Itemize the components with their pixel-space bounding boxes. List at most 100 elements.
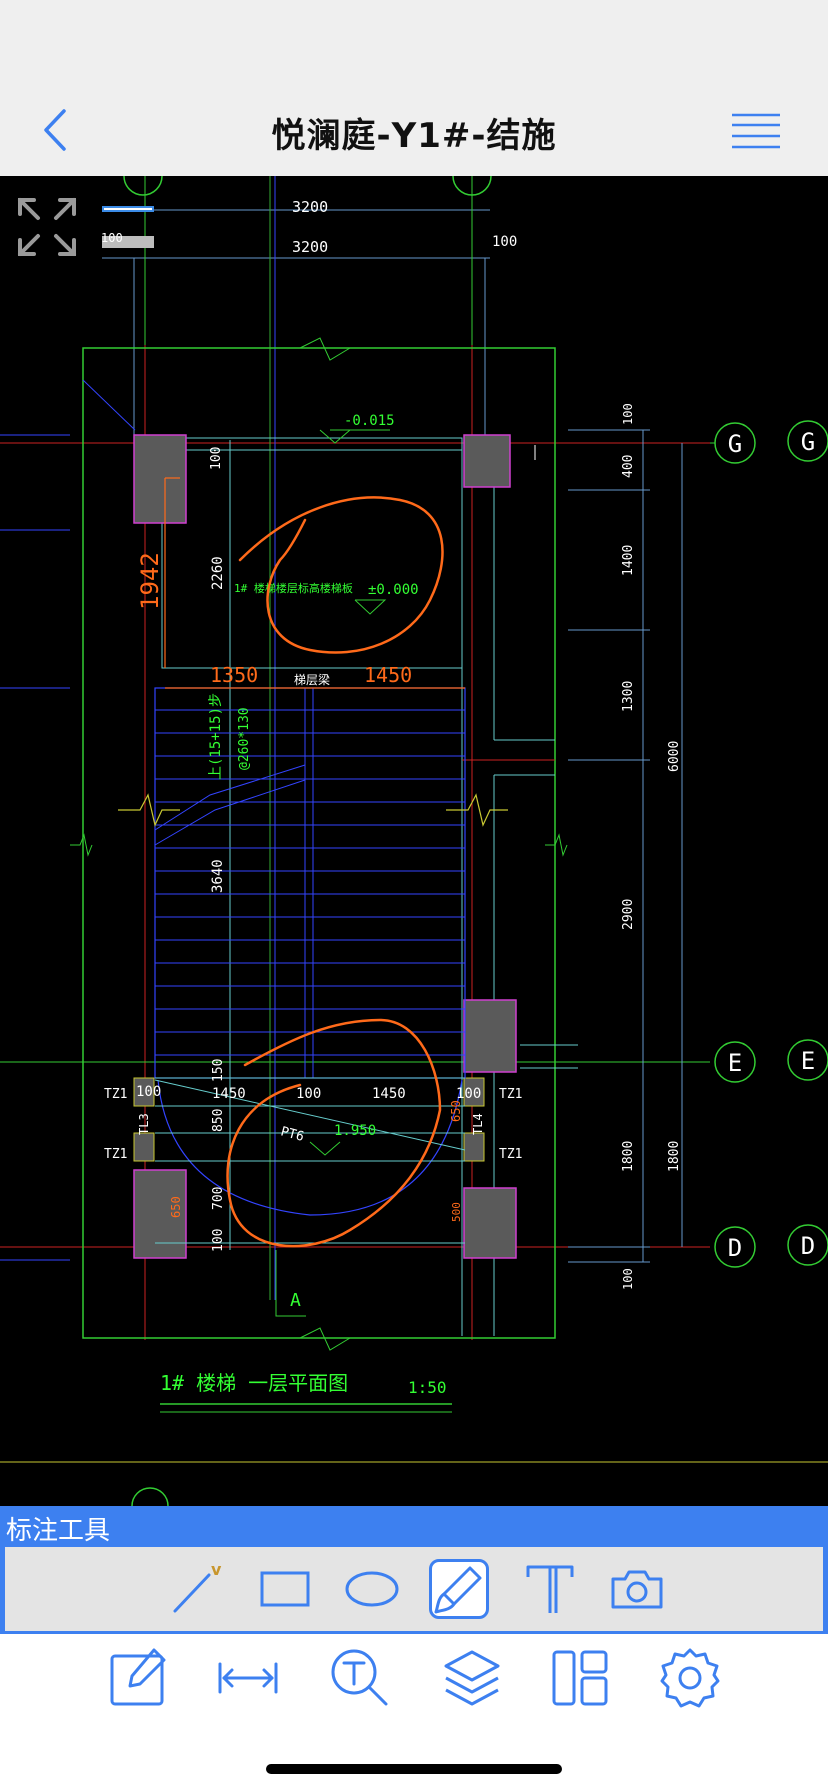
back-button[interactable] [36,105,76,155]
stair-treads [155,709,465,1056]
fit-view-button[interactable] [14,194,80,260]
wall-outline [82,347,556,1339]
dim-left-100: 100 [211,1229,226,1252]
tl3-label: TL3 [137,1113,151,1135]
column-2 [463,434,511,488]
dim-1350: 1350 [210,663,258,687]
pt6-label: PT6 [279,1124,306,1145]
layout-icon [552,1650,608,1706]
axis-bubble-E: E [714,1041,756,1083]
menu-button[interactable] [730,112,782,150]
line-tool-button[interactable]: v [167,1559,227,1619]
line-weight-indicator[interactable] [102,206,154,212]
dim-right-7: 100 [621,1268,635,1290]
layout-button[interactable] [548,1646,612,1710]
text-tool-button[interactable] [520,1559,580,1619]
dim-right-3: 1400 [621,545,636,576]
dim-right-5: 2900 [621,899,636,930]
tz1-label-2: TZ1 [104,1147,127,1162]
stair-note: 1# 楼梯楼层标高楼梯板 [234,581,353,595]
text-search-icon [331,1649,388,1706]
svg-text:G: G [728,430,742,458]
svg-text:E: E [801,1047,815,1075]
camera-tool-icon [611,1570,663,1609]
dim-650-left: 650 [169,1196,183,1218]
drawing-canvas[interactable]: 3200 3200 100 -0.01 [0,176,828,1506]
dim-bottom-3: 100 [296,1086,321,1102]
svg-text:E: E [728,1049,742,1077]
tz1-label-1: TZ1 [104,1087,127,1102]
pen-tool-icon [434,1566,482,1614]
rectangle-tool-button[interactable] [255,1559,315,1619]
dim-bottom-5: 100 [456,1086,481,1102]
dim-left-150: 150 [211,1059,226,1082]
page-title: 悦澜庭-Y1#-结施 [271,116,557,156]
dim-1450-top: 1450 [364,663,412,687]
dim-bottom-4: 1450 [372,1086,406,1102]
dim-bottom-2: 1450 [212,1086,246,1102]
dim-2260: 2260 [210,556,226,590]
tool-panel-header: 标注工具 [0,1506,828,1546]
measure-button[interactable] [216,1646,280,1710]
markup-ellipse-1 [238,496,444,654]
text-tool-icon [526,1565,574,1613]
tz1-label-4: TZ1 [499,1147,522,1162]
drawing-scale: 1:50 [408,1378,447,1397]
stair-flight [154,687,466,1079]
axis-bubble-G: G [714,422,756,464]
layer-value: 100 [101,231,123,245]
elevation-zero: ±0.000 [368,582,419,598]
column-1 [133,434,187,524]
elevation-landing: 1.950 [334,1123,376,1139]
home-indicator[interactable] [266,1764,562,1774]
dim-left-700: 700 [211,1187,226,1210]
column-3 [463,999,517,1073]
layers-icon [444,1650,500,1706]
dim-left-850: 850 [211,1109,226,1132]
dim-top-3: 100 [492,234,517,250]
column-5 [463,1187,517,1259]
measure-icon [218,1662,278,1694]
dim-right-4: 1300 [621,681,636,712]
line-weight-indicator-2[interactable] [102,236,154,248]
settings-button[interactable] [658,1646,722,1710]
section-mark: A [290,1290,301,1311]
step-note: 上(15+15)步 [208,693,224,780]
layers-button[interactable] [440,1646,504,1710]
beam-label: 梯层梁 [294,672,330,687]
tl4-label: TL4 [471,1113,485,1135]
tool-panel: v [0,1546,828,1634]
edit-button[interactable] [106,1646,170,1710]
tool-panel-title: 标注工具 [6,1516,111,1546]
expand-arrows-icon [18,198,76,256]
svg-text:D: D [728,1234,742,1262]
elevation-top: -0.015 [344,413,395,429]
dim-right-6: 1800 [621,1141,636,1172]
dim-right-1800: 1800 [667,1141,682,1172]
text-search-button[interactable] [328,1646,392,1710]
top-bar: 悦澜庭-Y1#-结施 [0,0,828,176]
dim-right-2: 400 [621,455,636,478]
dim-1942: 1942 [136,552,164,610]
line-tool-icon: v [173,1560,222,1613]
ellipse-tool-button[interactable] [342,1559,402,1619]
pen-tool-button[interactable] [429,1559,489,1619]
dim-top-2: 3200 [292,238,328,256]
chevron-left-icon [44,109,66,151]
axis-bubble-D: D [714,1226,756,1268]
dim-bottom-1: 100 [136,1084,161,1100]
menu-icon [732,113,780,149]
svg-text:D: D [801,1232,815,1260]
svg-text:v: v [211,1560,222,1579]
dim-100a: 100 [209,447,224,470]
dim-right-1: 100 [621,403,635,425]
rectangle-tool-icon [260,1571,310,1607]
step-spacing: @260*130 [237,707,252,770]
dim-650-right: 650 [449,1100,463,1122]
svg-text:G: G [801,428,815,456]
dim-500: 500 [450,1202,463,1222]
tool-list: v [5,1547,823,1631]
cad-drawing: 3200 3200 100 -0.01 [0,176,828,1506]
bottom-toolbar [0,1634,828,1792]
camera-tool-button[interactable] [607,1559,667,1619]
